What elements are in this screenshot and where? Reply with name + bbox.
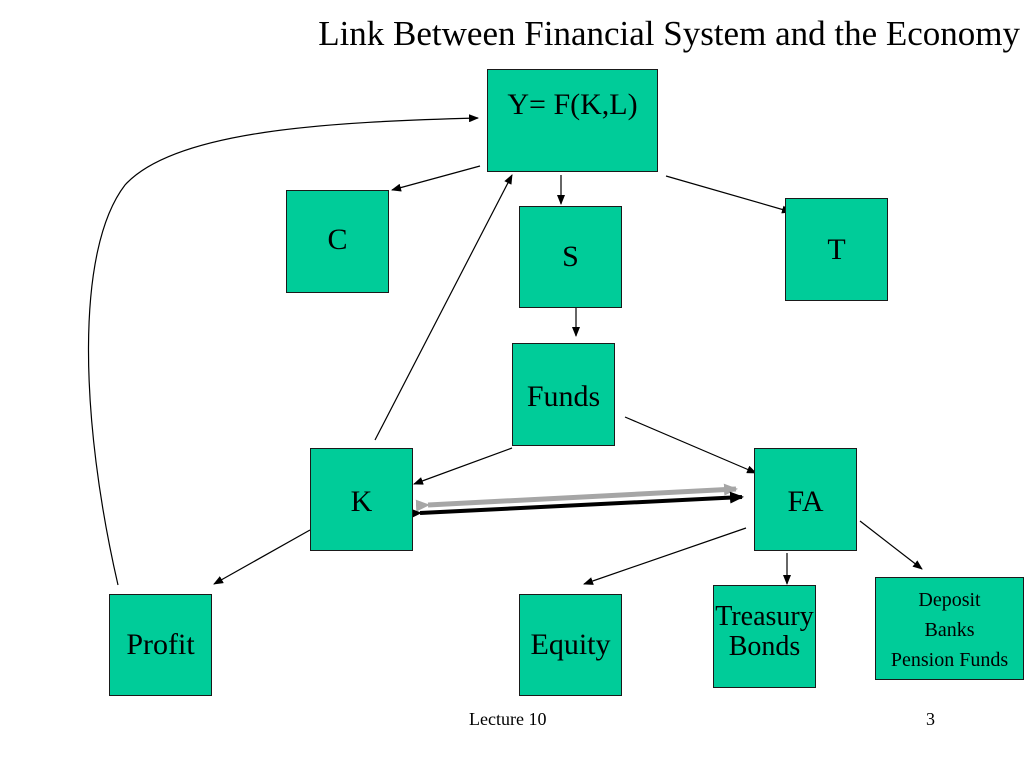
arrow-fa-to-deposit bbox=[859, 520, 923, 570]
equity-box: Equity bbox=[519, 594, 622, 696]
profit-box: Profit bbox=[109, 594, 212, 696]
funds-box: Funds bbox=[512, 343, 615, 446]
arrow-output-to-c bbox=[391, 165, 481, 192]
slide-title: Link Between Financial System and the Ec… bbox=[318, 14, 1020, 53]
treasury-bonds-box: Treasury Bonds bbox=[713, 585, 816, 688]
deposit-banks-label: Deposit Banks Pension Funds bbox=[890, 589, 1009, 671]
savings-label: S bbox=[562, 240, 579, 273]
arrow-k-to-output bbox=[374, 174, 513, 441]
taxes-label: T bbox=[827, 233, 846, 266]
footer-page-number: 3 bbox=[926, 709, 935, 729]
capital-label: K bbox=[350, 485, 373, 518]
savings-box: S bbox=[519, 206, 622, 308]
double-arrow-k-fa bbox=[407, 483, 744, 520]
output-label: Y= F(K,L) bbox=[507, 88, 638, 121]
capital-box: K bbox=[310, 448, 413, 551]
arrow-funds-to-k bbox=[413, 447, 513, 485]
arrow-profit-to-output bbox=[87, 114, 479, 586]
arrow-output-to-t bbox=[665, 175, 792, 214]
arrow-k-to-profit bbox=[213, 529, 311, 585]
deposit-banks-box: Deposit Banks Pension Funds bbox=[875, 577, 1024, 680]
funds-label: Funds bbox=[526, 380, 601, 413]
output-box: Y= F(K,L) bbox=[487, 69, 658, 172]
taxes-box: T bbox=[785, 198, 888, 301]
arrow-funds-to-fa bbox=[624, 416, 757, 474]
consumption-box: C bbox=[286, 190, 389, 293]
consumption-label: C bbox=[327, 223, 348, 256]
arrow-fa-to-equity bbox=[583, 527, 747, 585]
treasury-bonds-label: Treasury Bonds bbox=[715, 601, 814, 662]
equity-label: Equity bbox=[530, 628, 611, 661]
financial-assets-box: FA bbox=[754, 448, 857, 551]
profit-label: Profit bbox=[126, 628, 195, 661]
footer-lecture: Lecture 10 bbox=[469, 709, 547, 729]
financial-assets-label: FA bbox=[787, 485, 824, 518]
